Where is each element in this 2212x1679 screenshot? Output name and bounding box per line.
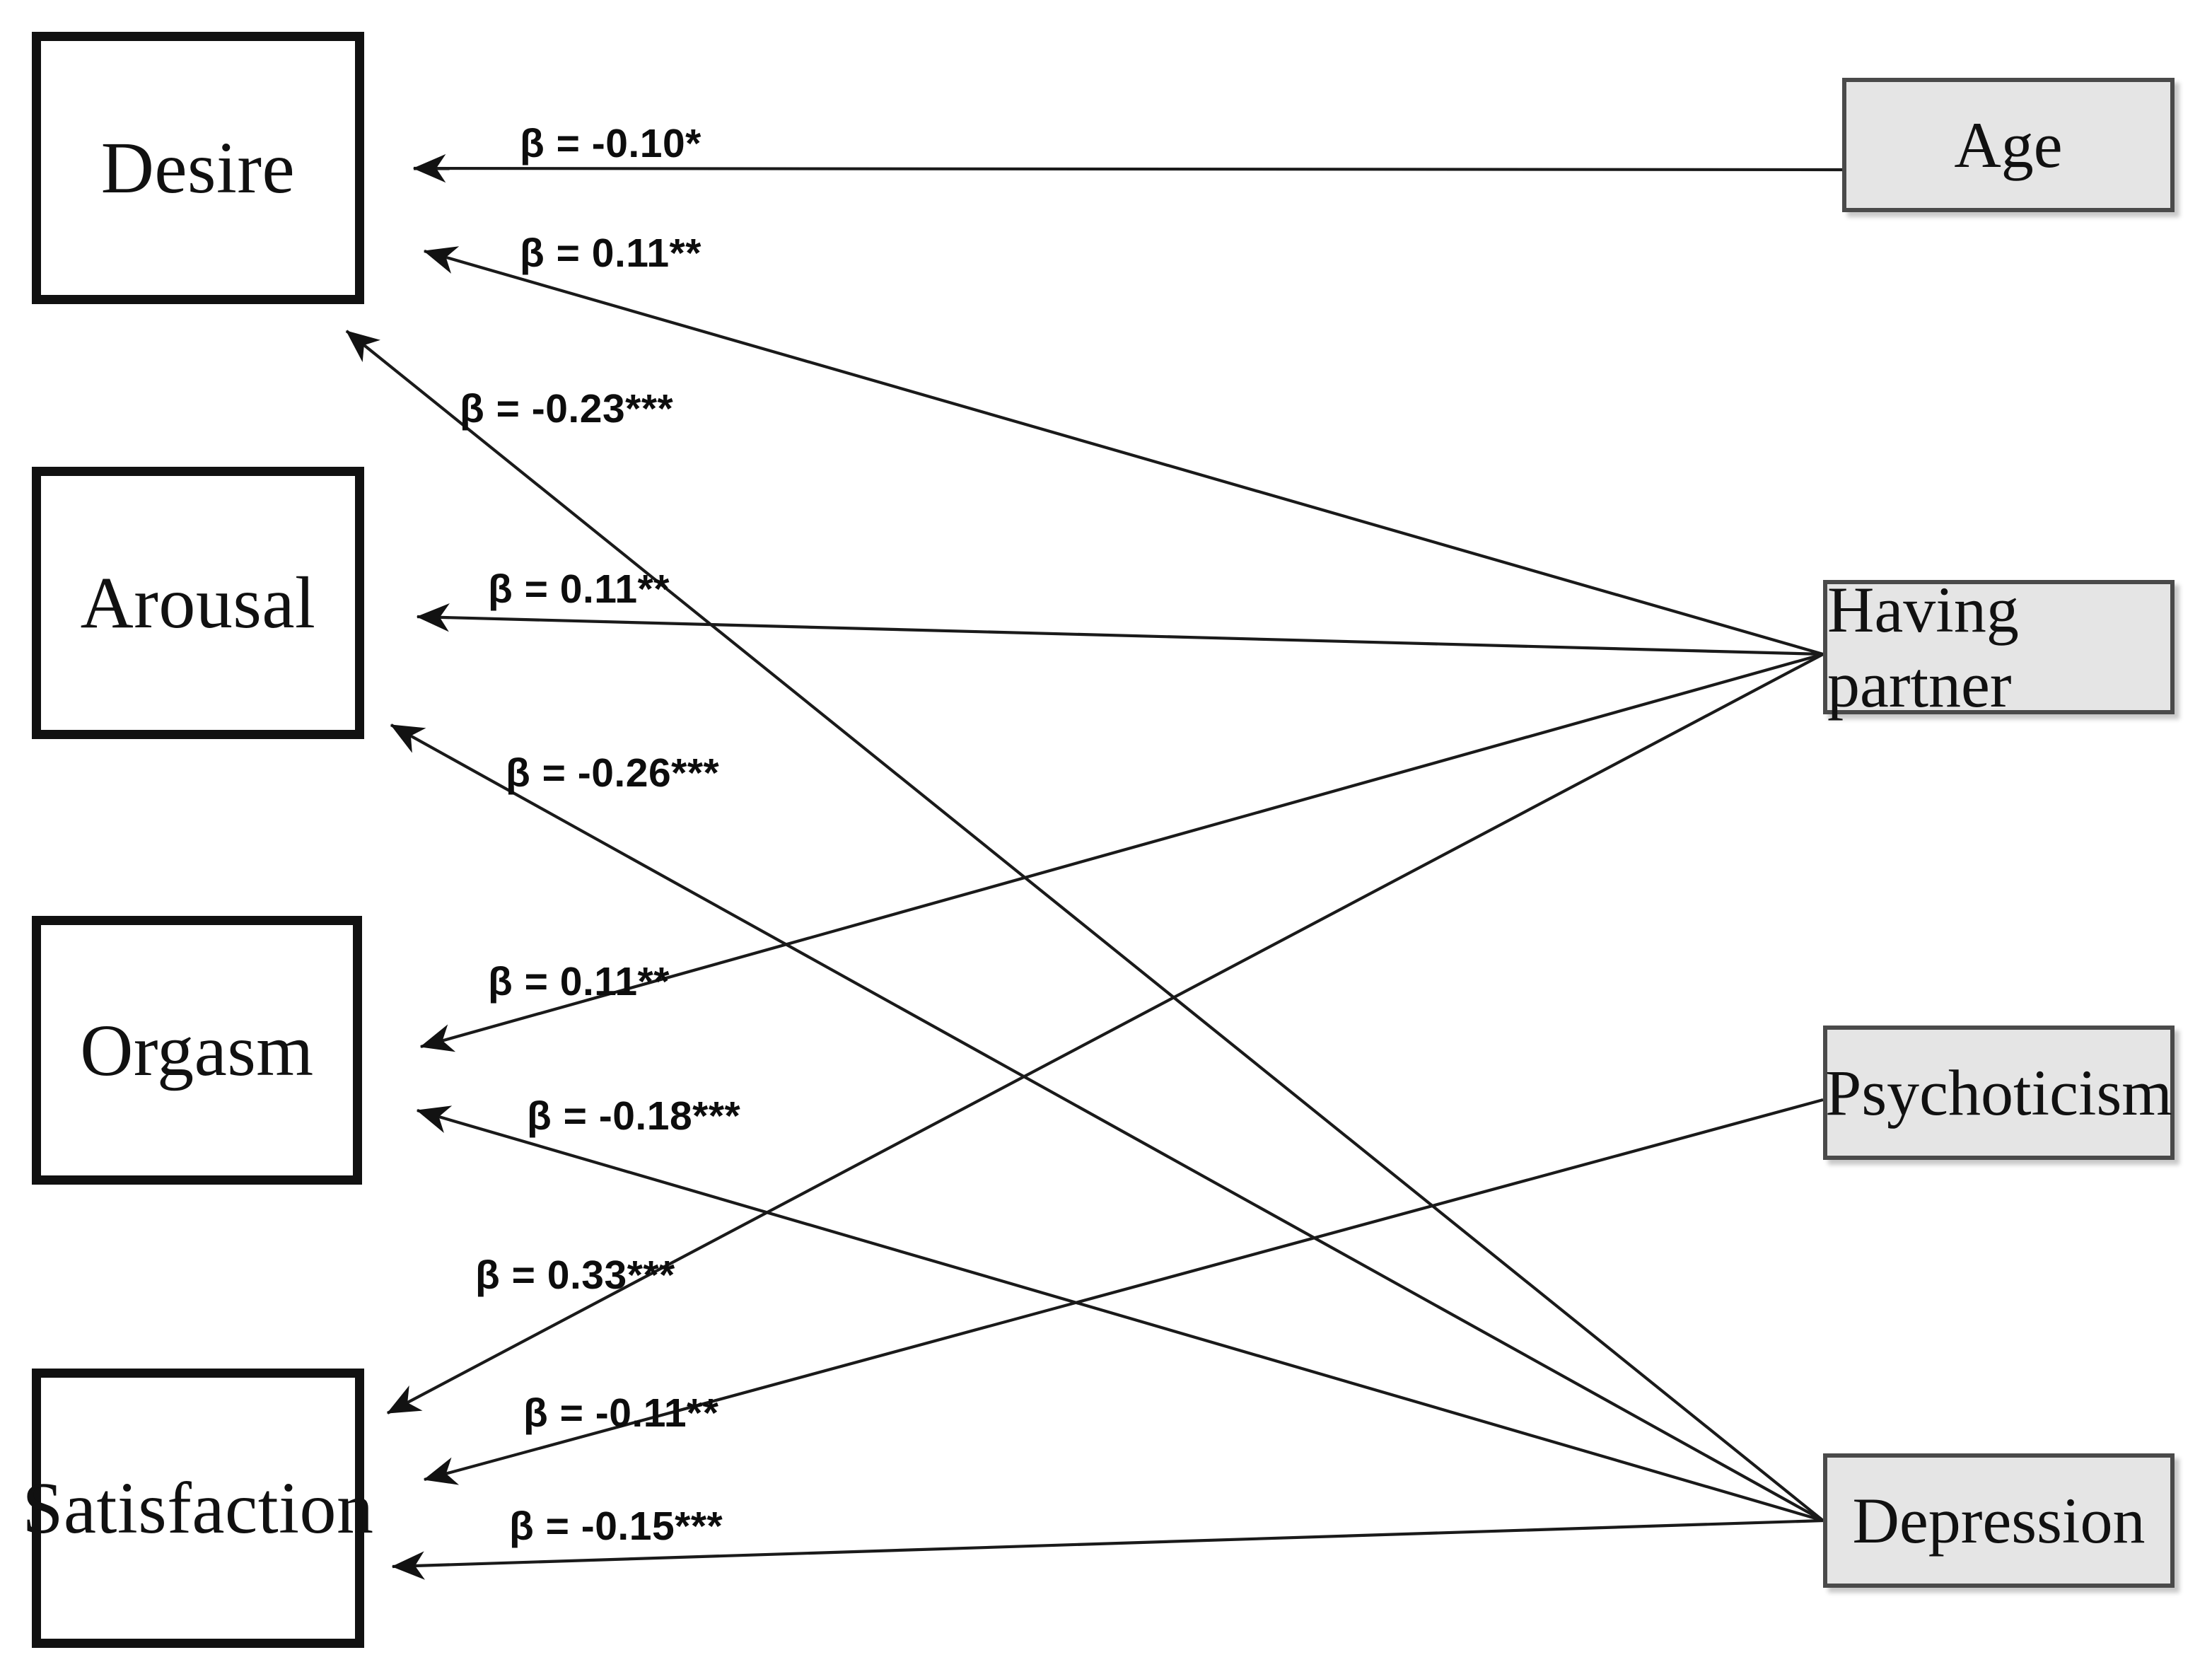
predictor-node-age[interactable]: Age [1842, 78, 2175, 212]
outcome-node-satisfaction[interactable]: Satisfaction [23, 1369, 373, 1648]
path-coefficient-partner-satisfaction: β = 0.33*** [475, 1253, 675, 1298]
path-coefficient-depression-orgasm: β = -0.18*** [527, 1093, 741, 1139]
path-arrow-depression-satisfaction [391, 1518, 1824, 1580]
path-arrow-psychoticism-satisfaction [423, 1098, 1824, 1485]
path-arrow-age-desire [412, 153, 1843, 183]
predictor-node-depression[interactable]: Depression [1823, 1453, 2175, 1588]
outcome-node-label: Arousal [80, 562, 316, 644]
path-arrow-partner-satisfaction [386, 653, 1824, 1414]
outcome-node-label: Orgasm [80, 1009, 314, 1091]
path-arrow-depression-orgasm [416, 1105, 1824, 1523]
predictor-node-label: Having partner [1827, 574, 2019, 721]
path-coefficient-age-desire: β = -0.10* [520, 121, 702, 166]
outcome-node-label: Satisfaction [22, 1468, 374, 1549]
outcome-node-label: Desire [100, 127, 296, 209]
path-arrow-depression-arousal [390, 724, 1824, 1522]
path-arrow-partner-desire [423, 246, 1824, 656]
path-coefficient-psychoticism-satisfaction: β = -0.11** [523, 1390, 719, 1436]
outcome-node-orgasm[interactable]: Orgasm [32, 916, 362, 1185]
predictor-node-psychoticism[interactable]: Psychoticism [1823, 1026, 2175, 1160]
path-coefficient-depression-satisfaction: β = -0.15*** [509, 1504, 723, 1549]
path-coefficient-depression-arousal: β = -0.26*** [506, 750, 720, 796]
path-arrow-depression-desire [345, 330, 1824, 1522]
path-coefficient-partner-arousal: β = 0.11** [488, 567, 670, 612]
path-arrow-partner-arousal [416, 603, 1824, 656]
edge-group [345, 153, 1843, 1580]
predictor-node-label: Psychoticism [1825, 1057, 2172, 1129]
path-coefficient-partner-orgasm: β = 0.11** [488, 959, 670, 1004]
predictor-node-label: Depression [1852, 1485, 2146, 1557]
path-coefficient-partner-desire: β = 0.11** [520, 231, 702, 276]
predictor-node-partner[interactable]: Having partner [1823, 574, 2175, 721]
outcome-node-arousal[interactable]: Arousal [32, 467, 364, 739]
predictor-node-label: Age [1954, 109, 2063, 181]
path-coefficient-depression-desire: β = -0.23*** [460, 386, 674, 431]
path-arrow-partner-orgasm [419, 652, 1824, 1052]
outcome-node-desire[interactable]: Desire [32, 32, 364, 304]
